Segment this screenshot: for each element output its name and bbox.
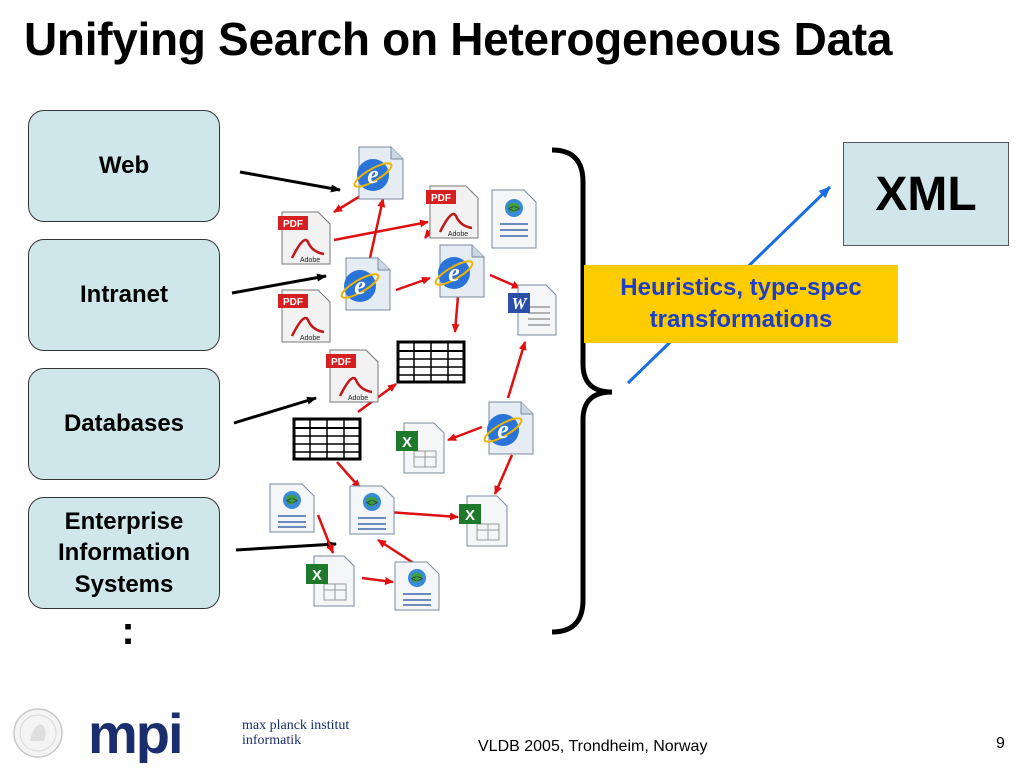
arrow-web xyxy=(239,170,341,193)
svg-text:e: e xyxy=(448,258,460,287)
link-arrow xyxy=(506,341,527,399)
link-arrow xyxy=(489,273,521,290)
link-arrow xyxy=(333,219,429,242)
svg-text:<>: <> xyxy=(411,575,423,586)
link-arrow xyxy=(333,193,363,214)
ie-icon: e xyxy=(483,401,534,455)
source-box-enterprise: Enterprise Information Systems xyxy=(28,497,220,609)
svg-text:PDF: PDF xyxy=(283,297,303,308)
svg-text:X: X xyxy=(465,507,475,524)
source-box-web: Web xyxy=(28,110,220,222)
word-doc-icon: W xyxy=(508,284,557,336)
svg-text:X: X xyxy=(402,434,412,451)
svg-text:W: W xyxy=(511,294,528,313)
curly-brace xyxy=(551,147,613,635)
pdf-icon: PDF Adobe xyxy=(278,289,331,343)
svg-text:e: e xyxy=(497,415,509,444)
arrow-databases xyxy=(233,396,317,425)
database-table-icon xyxy=(292,417,362,461)
svg-text:PDF: PDF xyxy=(431,193,451,204)
excel-doc-icon: X xyxy=(459,495,508,547)
source-arrows xyxy=(231,170,341,552)
html-doc-icon: <> xyxy=(491,189,537,249)
arrow-enterprise xyxy=(235,540,337,552)
svg-text:Adobe: Adobe xyxy=(348,395,368,402)
svg-text:PDF: PDF xyxy=(331,357,351,368)
svg-text:Adobe: Adobe xyxy=(300,335,320,342)
html-doc-icon: <> xyxy=(394,561,440,611)
heuristics-label: Heuristics, type-spec transformations xyxy=(584,265,898,343)
link-arrow xyxy=(377,538,413,564)
page-number: 9 xyxy=(996,735,1005,752)
slide-title: Unifying Search on Heterogeneous Data xyxy=(24,13,893,65)
logo-institute-text: max planck institut informatik xyxy=(242,718,350,748)
svg-text:X: X xyxy=(312,567,322,584)
logo-mark: mpi xyxy=(88,705,182,763)
ie-icon: e xyxy=(434,244,485,298)
pdf-icon: PDF Adobe xyxy=(426,185,479,239)
svg-text:PDF: PDF xyxy=(283,219,303,230)
pdf-icon: PDF Adobe xyxy=(278,211,331,265)
svg-text:Adobe: Adobe xyxy=(448,231,468,238)
excel-doc-icon: X xyxy=(306,555,355,607)
source-box-databases: Databases xyxy=(28,368,220,480)
svg-text:e: e xyxy=(367,160,379,189)
source-box-intranet: Intranet xyxy=(28,239,220,351)
svg-text:<>: <> xyxy=(366,499,378,510)
link-arrows xyxy=(316,193,527,585)
link-arrow xyxy=(493,454,514,495)
link-arrow xyxy=(447,425,483,442)
link-arrow xyxy=(368,198,386,259)
html-doc-icon: <> xyxy=(269,483,315,533)
link-arrow xyxy=(395,276,431,292)
svg-text:<>: <> xyxy=(286,497,298,508)
link-arrow xyxy=(451,295,460,333)
excel-doc-icon: X xyxy=(396,422,445,474)
svg-text:Adobe: Adobe xyxy=(300,257,320,264)
svg-text:e: e xyxy=(354,271,366,300)
pdf-icon: PDF Adobe xyxy=(326,349,379,403)
link-arrow xyxy=(336,461,361,489)
ie-icon: e xyxy=(353,146,404,200)
xml-box: XML xyxy=(843,142,1009,246)
footer-conference: VLDB 2005, Trondheim, Norway xyxy=(478,738,708,755)
arrow-intranet xyxy=(231,273,327,295)
database-table-icon xyxy=(396,340,466,384)
link-arrow xyxy=(316,514,335,554)
mpi-logo: mpi xyxy=(13,705,184,763)
svg-text:<>: <> xyxy=(508,205,520,216)
link-arrow xyxy=(361,576,394,585)
doc-icons: e e e e PDF Adobe xyxy=(269,146,557,611)
link-arrow xyxy=(387,510,459,521)
ie-icon: e xyxy=(340,257,391,311)
html-doc-icon: <> xyxy=(349,485,395,535)
